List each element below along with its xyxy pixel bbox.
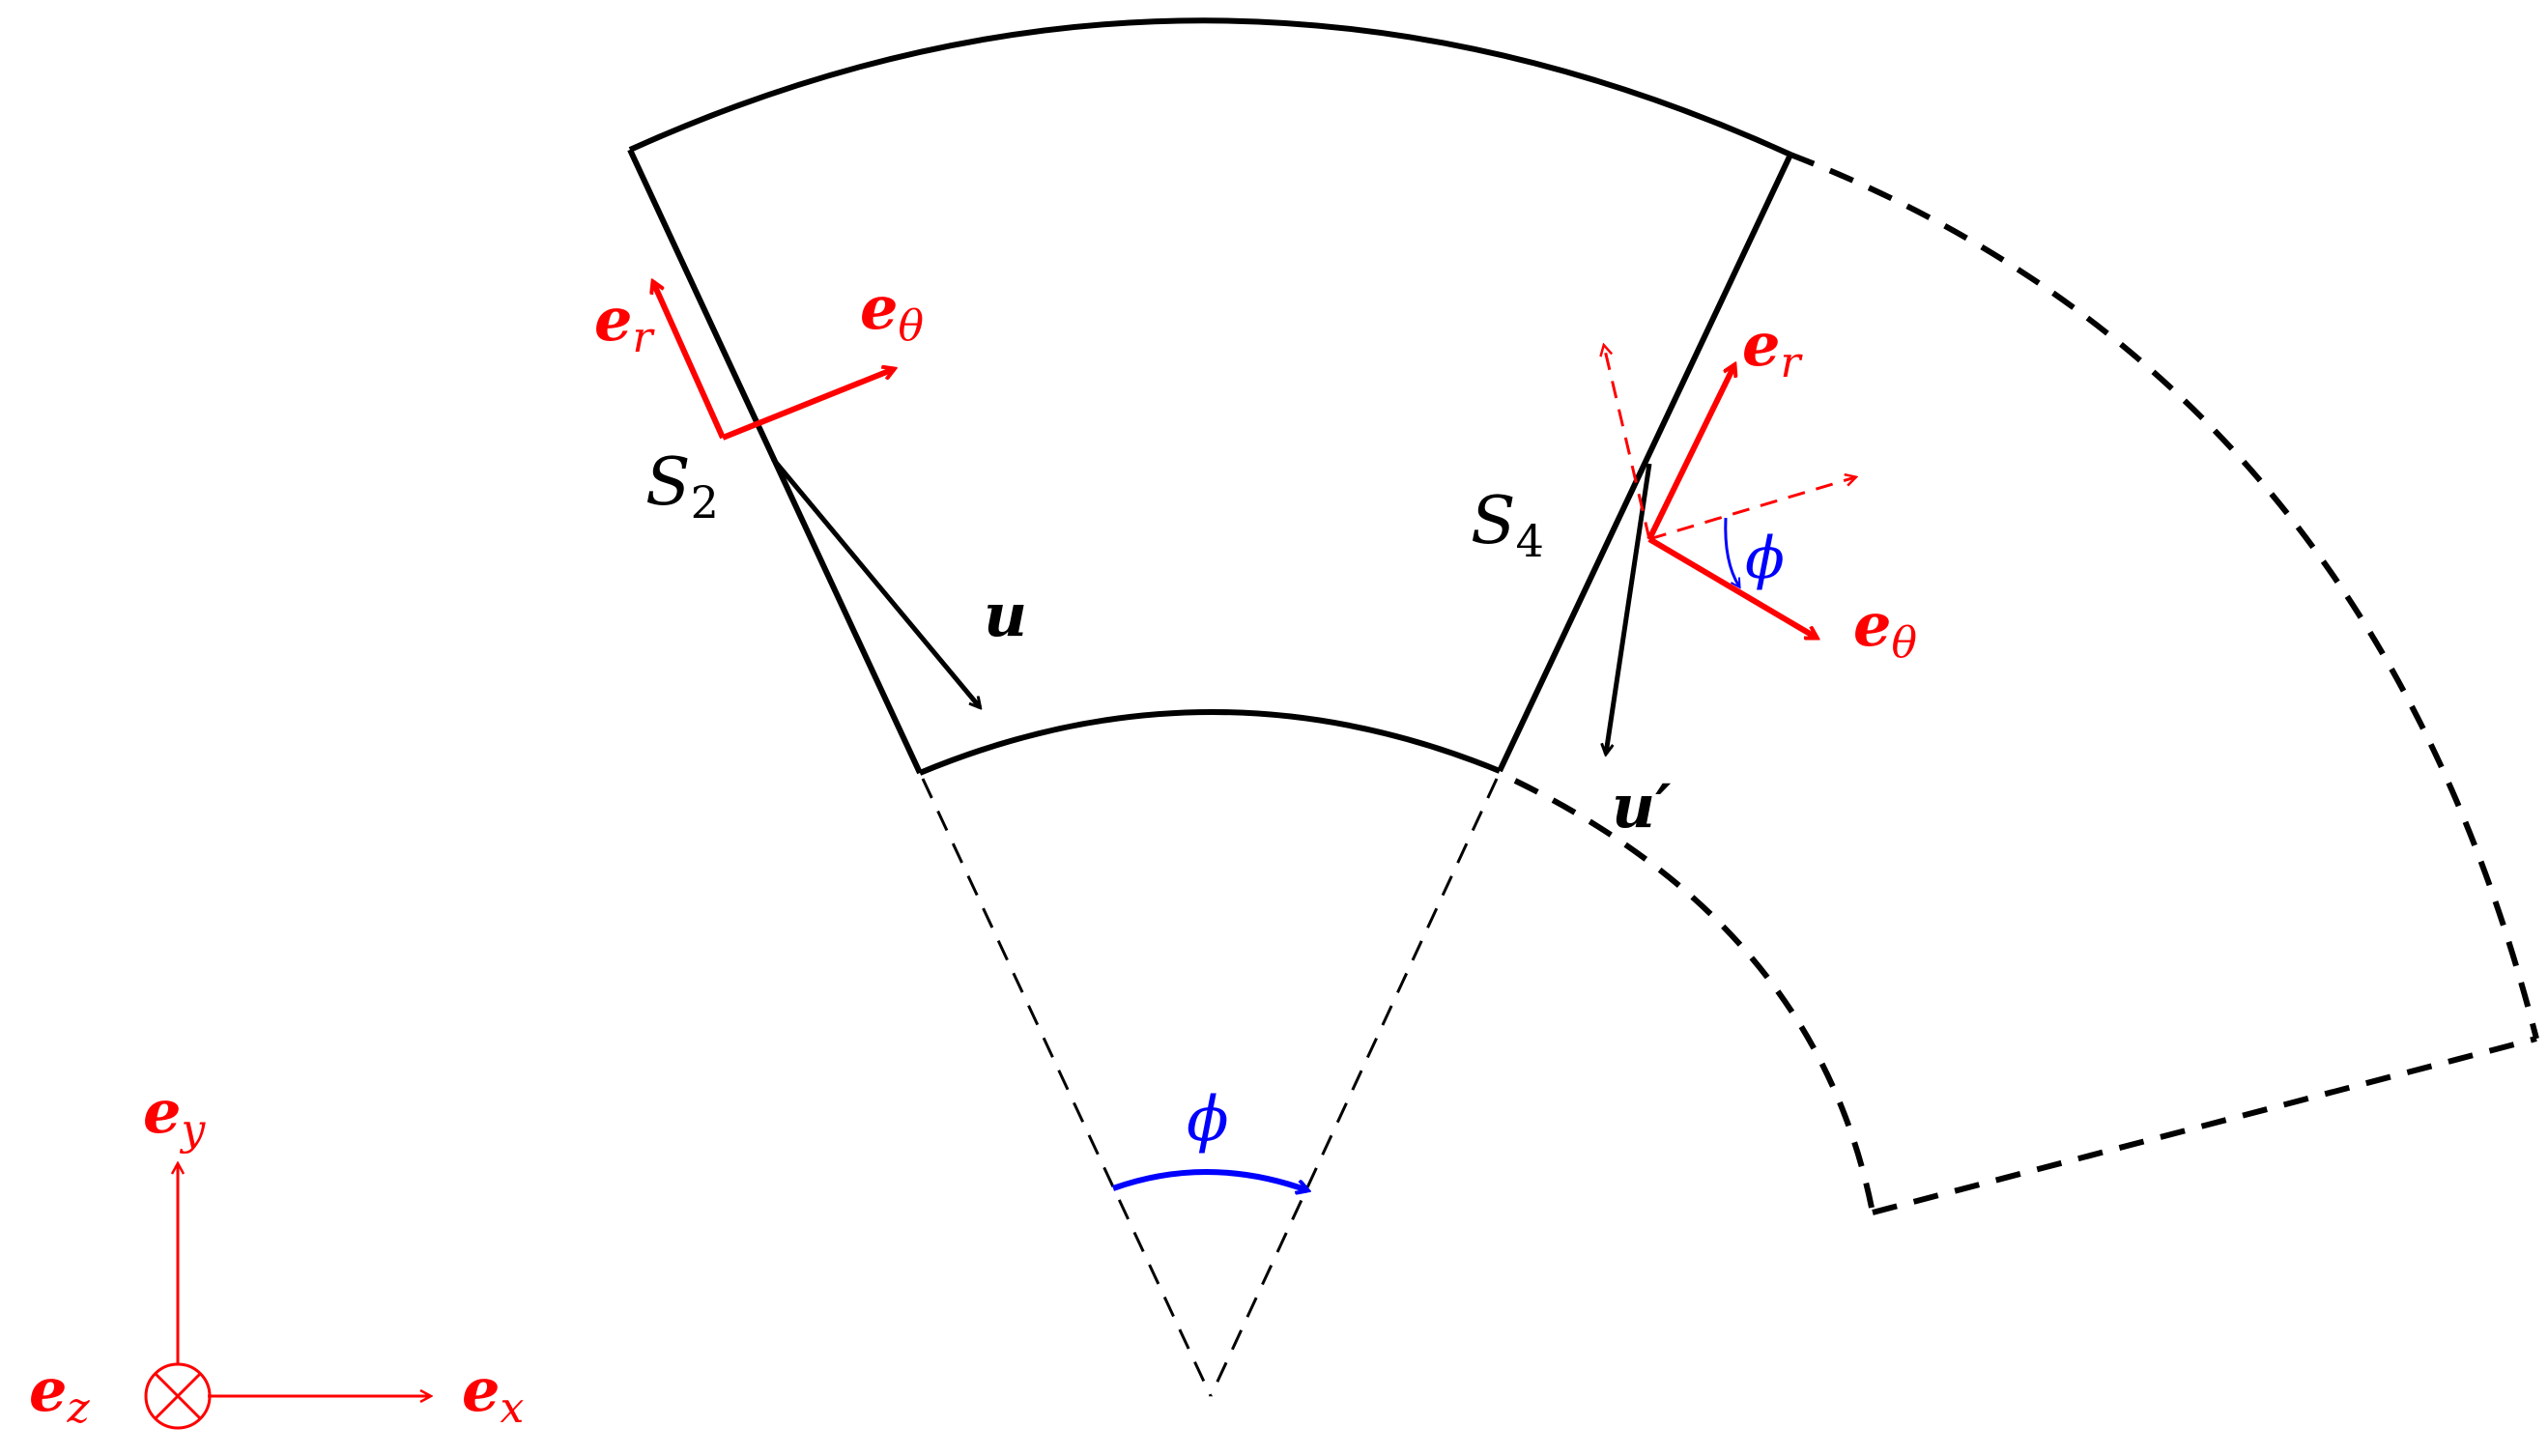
circled-times-icon <box>144 1362 212 1430</box>
rotated-bottom-edge <box>1872 1036 2537 1215</box>
u-label: u <box>984 580 1027 650</box>
etheta-left-arrow <box>721 369 894 441</box>
ex-label: ex <box>462 1355 524 1433</box>
u-vector <box>771 457 980 707</box>
er-left-arrow <box>653 282 726 440</box>
rotated-outer-arc <box>1789 152 2539 1040</box>
u-prime-vector <box>1606 463 1652 754</box>
etheta-right-label: eθ <box>1853 589 1917 668</box>
center-dashed-line-left <box>921 778 1213 1397</box>
rotated-inner-arc <box>1513 778 1875 1213</box>
phi-center-angle-arc <box>1111 1169 1307 1190</box>
sector-outer-arc <box>628 17 1792 157</box>
sector-right-edge-s4 <box>1497 153 1793 773</box>
etheta-reference-dashed-arrow <box>1648 477 1855 541</box>
ez-label: ez <box>29 1355 90 1433</box>
etheta-right-arrow <box>1647 536 1817 641</box>
ey-label: ey <box>143 1076 206 1155</box>
er-right-label: er <box>1742 309 1803 387</box>
phi-small-label: ϕ <box>1745 525 1785 592</box>
etheta-left-label: eθ <box>860 272 924 351</box>
phi-small-angle-arc <box>1724 517 1739 586</box>
u-prime-label: u′ <box>1612 771 1671 842</box>
s2-label: S2 <box>645 444 719 528</box>
sector-inner-arc <box>918 709 1502 776</box>
s4-label: S4 <box>1471 483 1544 567</box>
center-dashed-line-right <box>1209 778 1499 1397</box>
er-left-label: er <box>594 284 655 362</box>
er-right-arrow <box>1646 365 1734 541</box>
er-reference-dashed-arrow <box>1604 346 1651 540</box>
phi-center-label: ϕ <box>1187 1084 1229 1156</box>
